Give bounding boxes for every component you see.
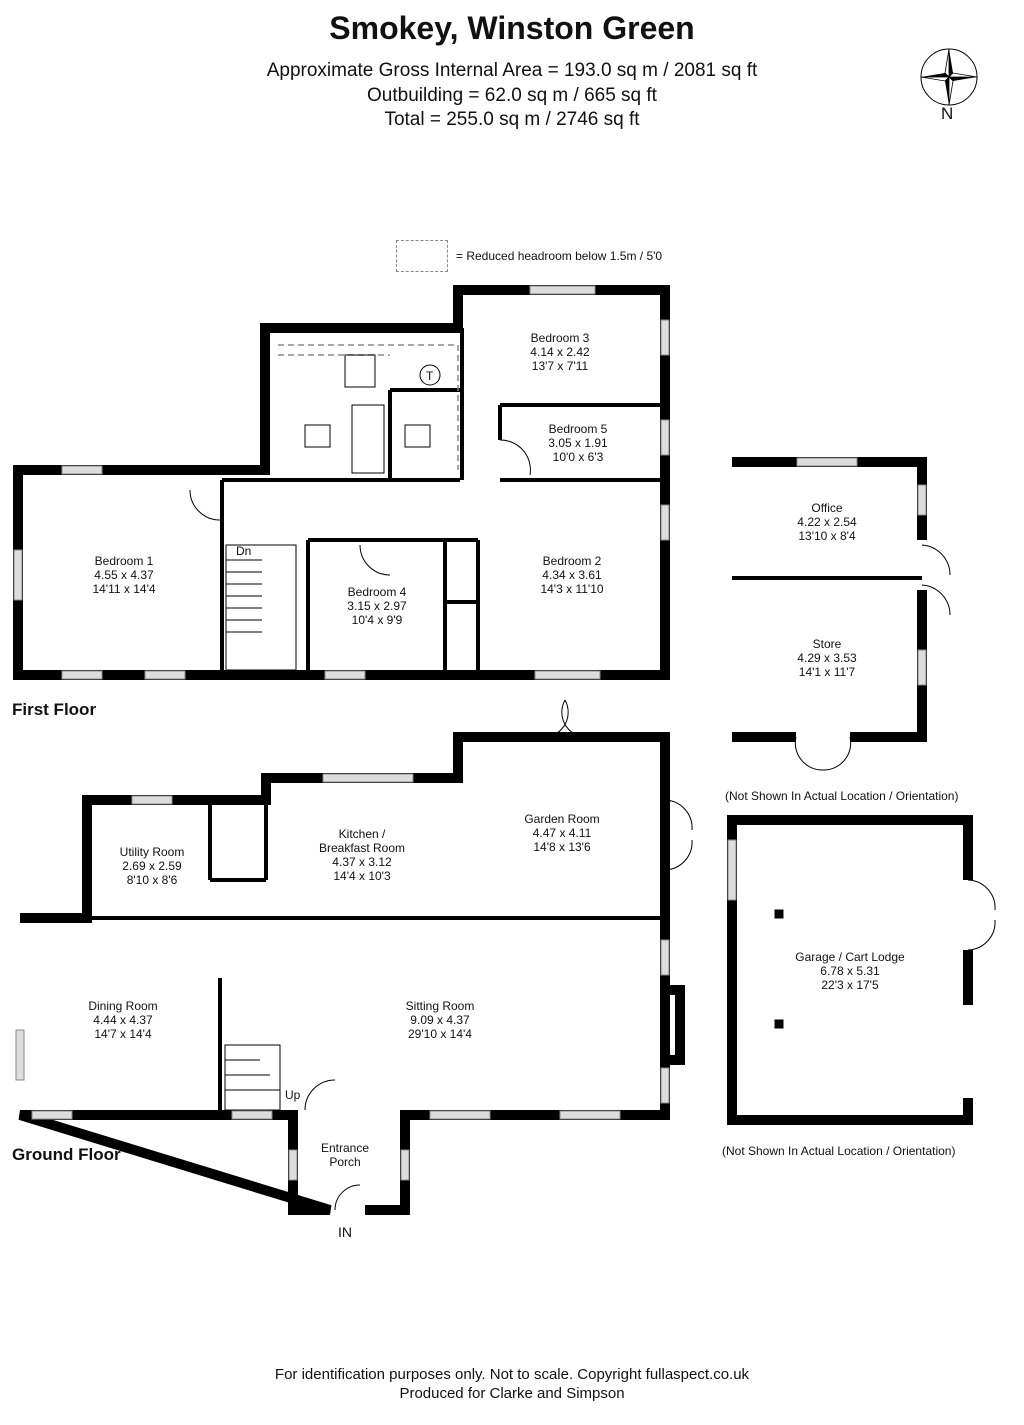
footer: For identification purposes only. Not to… xyxy=(0,1365,1024,1403)
garage-outline xyxy=(727,815,973,1125)
legend-text: = Reduced headroom below 1.5m / 5'0 xyxy=(456,249,663,263)
entrance-in-label: IN xyxy=(338,1224,352,1240)
compass-rose-icon xyxy=(920,48,978,106)
stairs-up-label: Up xyxy=(285,1088,301,1102)
tank-label: T xyxy=(426,369,434,383)
ground-floor-outline xyxy=(18,732,670,1215)
office-store-location-note: (Not Shown In Actual Location / Orientat… xyxy=(725,789,959,803)
compass-north-label: N xyxy=(941,104,954,123)
outbuilding-area-text: Outbuilding = 62.0 sq m / 665 sq ft xyxy=(367,85,657,106)
stairs-down-label: Dn xyxy=(236,544,252,558)
gross-area-text: Approximate Gross Internal Area = 193.0 … xyxy=(266,60,758,81)
total-area-text: Total = 255.0 sq m / 2746 sq ft xyxy=(384,109,640,130)
dashed-box-icon xyxy=(396,240,448,272)
page-title: Smokey, Winston Green xyxy=(329,10,695,46)
ground-floor-label: Ground Floor xyxy=(12,1145,121,1164)
first-floor-label: First Floor xyxy=(12,700,97,719)
first-floor-outline xyxy=(13,285,670,680)
footer-disclaimer: For identification purposes only. Not to… xyxy=(274,1366,750,1383)
footer-producer: Produced for Clarke and Simpson xyxy=(399,1385,625,1402)
garage-location-note: (Not Shown In Actual Location / Orientat… xyxy=(722,1144,956,1158)
legend: = Reduced headroom below 1.5m / 5'0 xyxy=(396,240,662,272)
